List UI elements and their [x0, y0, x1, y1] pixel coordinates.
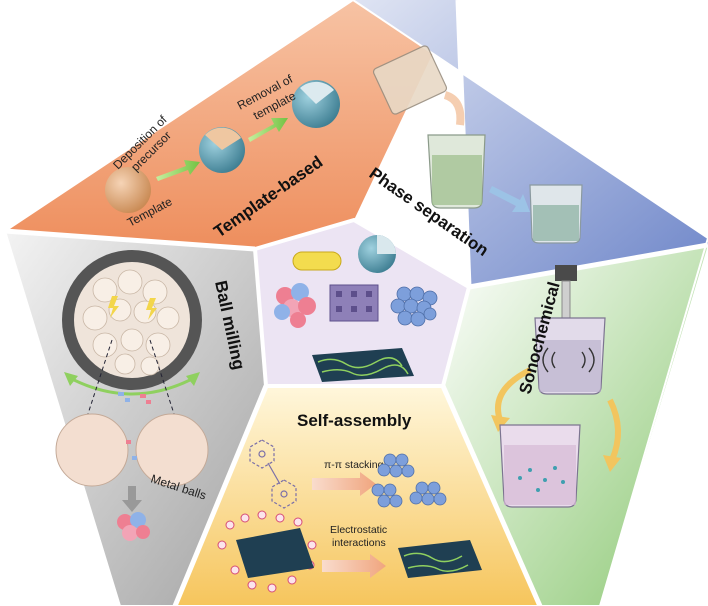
section-dividers — [4, 0, 708, 606]
electro-arrow — [322, 554, 386, 578]
pi-assembled-clusters — [371, 453, 447, 508]
mill-down-arrow — [122, 486, 142, 512]
section-phase-bg — [353, 0, 708, 287]
metal-ball-left — [55, 413, 129, 487]
electro-label-1: Electrostatic — [330, 524, 387, 536]
separated-beaker — [529, 184, 583, 244]
milled-particles — [118, 392, 151, 460]
pouring-beaker — [372, 45, 448, 115]
porous-framework — [329, 284, 379, 322]
sono-arrowhead-left — [491, 415, 510, 432]
colored-cluster — [274, 283, 316, 328]
sono-beaker — [534, 317, 606, 395]
electro-label-2: interactions — [332, 537, 386, 549]
electro-product-sheet — [398, 540, 482, 578]
green-arrow-2 — [248, 118, 288, 142]
sonicator-probe — [561, 280, 571, 322]
pi-molecules — [249, 439, 297, 509]
mill-rotate-arrow — [69, 376, 195, 396]
metal-ball-right — [135, 413, 209, 487]
mixing-beaker — [427, 134, 486, 209]
pi-arrow — [312, 472, 376, 496]
pentagon-outline — [3, 0, 708, 606]
blue-sphere-cluster — [390, 286, 438, 327]
sono-arrowhead-right — [603, 455, 621, 472]
zoom-line-left — [85, 339, 113, 421]
self-section: Self-assembly π-π stacking Electrostatic… — [217, 411, 482, 593]
phase-arrow — [489, 186, 530, 212]
mill-product-cluster — [117, 512, 150, 541]
mill-rotate-arrowhead-right — [186, 372, 200, 386]
mill-balls-inside — [82, 269, 180, 376]
self-title: Self-assembly — [297, 411, 412, 430]
lightning-marks — [108, 296, 157, 320]
coated-sphere-cut — [205, 127, 241, 150]
hollow-sphere-cut — [377, 235, 396, 254]
template-sphere — [105, 167, 151, 213]
pi-label: π-π stacking — [324, 459, 384, 471]
sono-product-beaker — [499, 424, 581, 508]
sonicator-head — [555, 265, 577, 281]
charged-ions — [217, 510, 317, 593]
sono-arrow-left — [495, 367, 532, 421]
pour-stream — [443, 91, 465, 126]
sono-arrow-right — [607, 398, 622, 462]
rod-particle — [292, 251, 342, 271]
hollow-shell-cut — [300, 81, 334, 104]
electro-sheet — [236, 528, 314, 578]
sono-section: Sonochemical — [491, 265, 622, 508]
center-materials — [274, 235, 438, 382]
zoom-line-right — [149, 339, 177, 421]
green-arrow-1 — [156, 160, 200, 181]
mill-rotate-arrowhead-left — [64, 372, 78, 386]
nanosheet — [312, 348, 414, 382]
